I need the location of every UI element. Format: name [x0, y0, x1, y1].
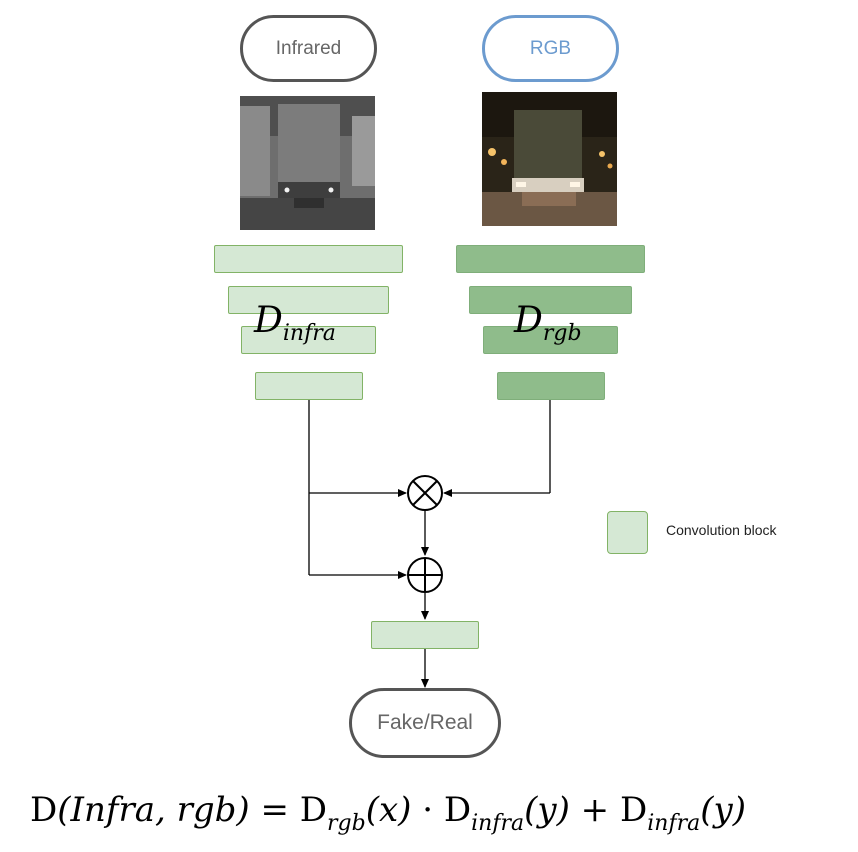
- legend-label: Convolution block: [666, 522, 777, 538]
- infra-conv-block-4: [255, 372, 363, 400]
- add-operator-icon: [407, 557, 443, 593]
- rgb-conv-block-3: [483, 326, 618, 354]
- discriminator-formula: D(Infra, rgb) = Drgb(x) · Dinfra(y) + Di…: [30, 790, 746, 836]
- legend-conv-swatch: [607, 511, 648, 554]
- infrared-image: [240, 96, 375, 230]
- rgb-label: RGB: [529, 37, 572, 59]
- multiply-operator-icon: [407, 475, 443, 511]
- infrared-label: Infrared: [275, 37, 342, 59]
- infra-conv-block-2: [228, 286, 389, 314]
- infra-conv-block-3: [241, 326, 376, 354]
- rgb-conv-block-1: [456, 245, 645, 273]
- output-label: Fake/Real: [377, 711, 473, 734]
- rgb-image: [482, 92, 617, 226]
- infra-conv-block-1: [214, 245, 403, 273]
- rgb-conv-block-4: [497, 372, 605, 400]
- fusion-conv-block: [371, 621, 479, 649]
- infrared-input-node: Infrared: [240, 15, 377, 82]
- fake-real-output-node: Fake/Real: [349, 688, 501, 758]
- rgb-input-node: RGB: [482, 15, 619, 82]
- rgb-discriminator-label: Drgb: [514, 300, 582, 346]
- infra-discriminator-label: Dinfra: [254, 300, 336, 346]
- rgb-conv-block-2: [469, 286, 632, 314]
